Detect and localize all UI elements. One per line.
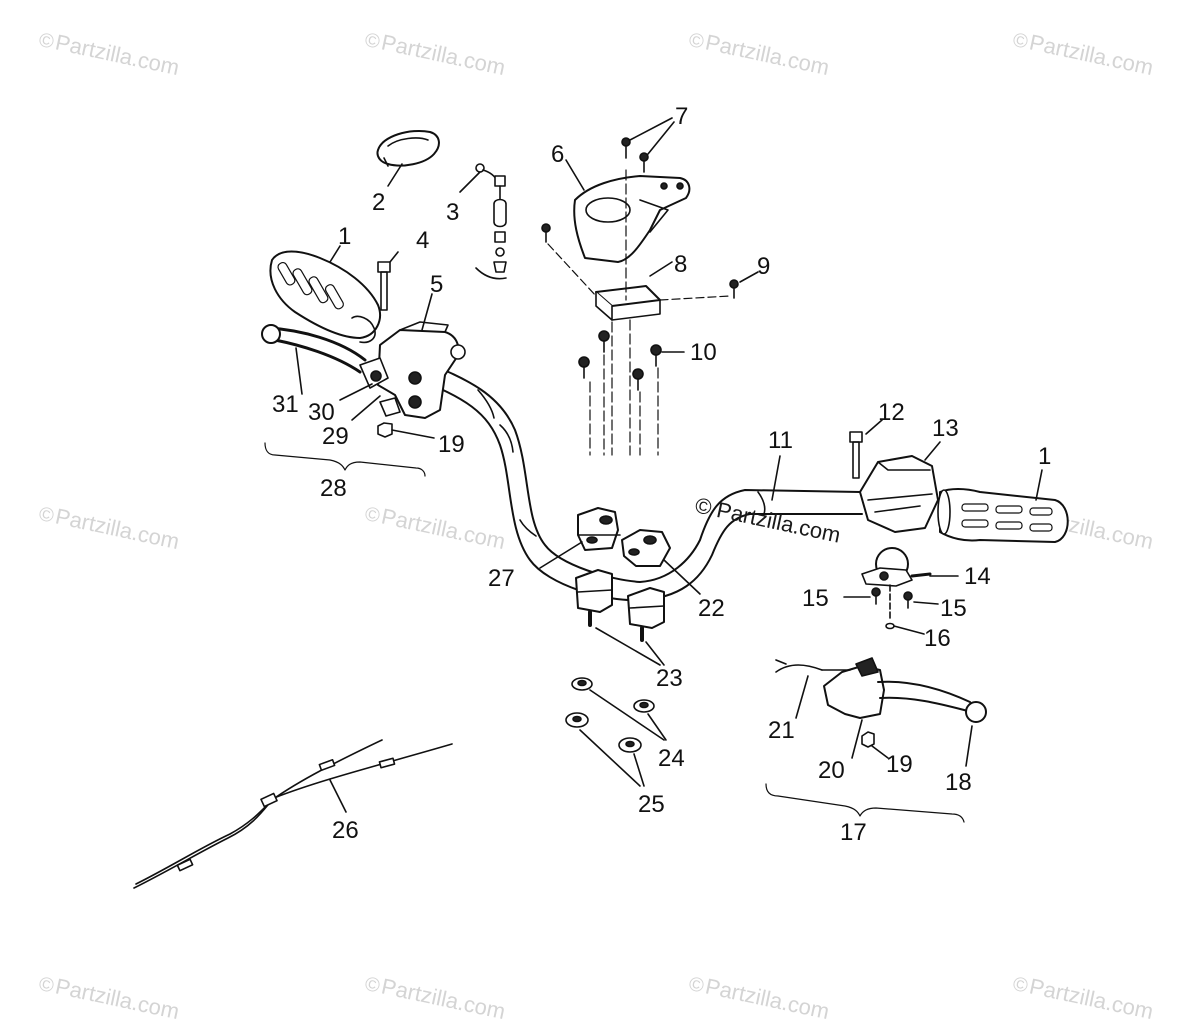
callout-8: 8	[674, 251, 687, 278]
switch-14	[861, 547, 959, 587]
callout-3: 3	[446, 199, 459, 226]
callout-29: 29	[322, 423, 349, 450]
bolt-4	[377, 261, 391, 311]
callout-13: 13	[932, 415, 959, 442]
callout-6: 6	[551, 141, 564, 168]
clamp-22	[621, 529, 671, 567]
cover-6	[573, 175, 691, 263]
callout-16: 16	[924, 625, 951, 652]
svg-text:©: ©	[693, 492, 714, 520]
callout-4: 4	[416, 227, 429, 254]
screw-7	[621, 117, 675, 173]
callout-10: 10	[690, 339, 717, 366]
callout-20: 20	[818, 757, 845, 784]
brake-lever-assembly	[775, 657, 987, 767]
callout-1b: 1	[1038, 443, 1051, 470]
screws-15-16	[843, 584, 939, 635]
callout-9: 9	[757, 253, 770, 280]
callout-12: 12	[878, 399, 905, 426]
callout-15a: 15	[802, 585, 829, 612]
center-watermark: © Partzilla.com	[693, 492, 843, 547]
callout-14: 14	[964, 563, 991, 590]
callout-24: 24	[658, 745, 685, 772]
left-control-housing	[261, 321, 466, 419]
callout-28: 28	[320, 475, 347, 502]
callout-2: 2	[372, 189, 385, 216]
switch-housing-13	[859, 441, 941, 533]
svg-text:Partzilla.com: Partzilla.com	[714, 497, 842, 548]
throttle-cable-26	[133, 739, 453, 889]
callout-30: 30	[308, 399, 335, 426]
callout-26: 26	[332, 817, 359, 844]
right-grip	[937, 469, 1069, 543]
risers-23	[575, 569, 665, 666]
washers-24	[571, 677, 667, 741]
callout-1a: 1	[338, 223, 351, 250]
callout-labels: 1 2 3 4 5 6 7 8 9 10 11 12 13 1 14 15 15…	[272, 103, 1051, 846]
clamp-27	[577, 507, 621, 551]
bracket-8	[547, 243, 731, 321]
bolt-12	[849, 419, 883, 479]
callout-5: 5	[430, 271, 443, 298]
bracket-28	[264, 442, 426, 477]
left-grip	[269, 250, 381, 344]
callout-31: 31	[272, 391, 299, 418]
callout-11: 11	[768, 427, 793, 454]
callout-17: 17	[840, 819, 867, 846]
bracket-17	[765, 783, 965, 823]
callout-7: 7	[675, 103, 688, 130]
screw-left-8	[541, 223, 551, 243]
callout-19b: 19	[886, 751, 913, 778]
callout-22: 22	[698, 595, 725, 622]
screw-9	[729, 271, 759, 299]
nuts-25	[565, 712, 645, 787]
leader-lines	[295, 159, 701, 595]
screws-10	[578, 330, 685, 391]
diagram-drawing: 1 2 3 4 5 6 7 8 9 10 11 12 13 1 14 15 15…	[133, 103, 1069, 889]
handlebar	[414, 359, 863, 602]
callout-27: 27	[488, 565, 515, 592]
nut-19-left	[377, 422, 393, 438]
callout-15b: 15	[940, 595, 967, 622]
switch-3	[475, 163, 507, 280]
callout-23: 23	[656, 665, 683, 692]
alignment-guides	[589, 169, 659, 456]
callout-25: 25	[638, 791, 665, 818]
nut-19-right	[861, 731, 889, 759]
cap-2	[376, 130, 440, 167]
callout-18: 18	[945, 769, 972, 796]
cable-11	[771, 455, 781, 501]
callout-21: 21	[768, 717, 795, 744]
parts-diagram: ©Partzilla.com ©Partzilla.com ©Partzilla…	[37, 29, 1156, 1024]
callout-19a: 19	[438, 431, 465, 458]
